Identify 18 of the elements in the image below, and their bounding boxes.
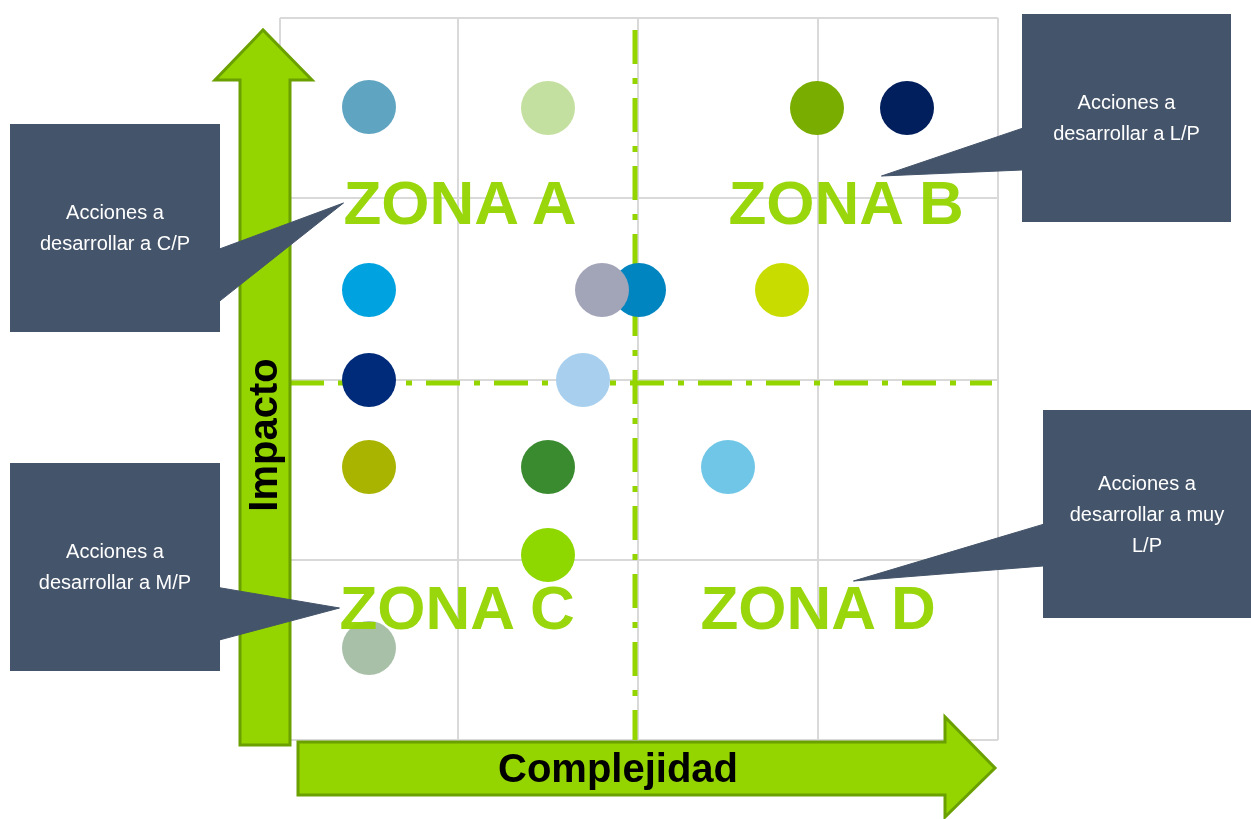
callout-pointer [219, 202, 344, 302]
zone-label: ZONA C [339, 577, 575, 639]
callout-box [1043, 410, 1251, 618]
axis-label: Impacto [242, 358, 283, 512]
callout-text: Acciones a desarrollar a M/P [37, 539, 193, 595]
zone-label: ZONA A [343, 172, 577, 234]
callout-text: Acciones a desarrollar a L/P [1052, 90, 1201, 146]
callout-box [10, 463, 220, 671]
axis-label: Complejidad [498, 748, 739, 788]
callout-box [10, 124, 220, 332]
zone-label: ZONA D [700, 577, 936, 639]
callout-text: Acciones a desarrollar a C/P [38, 200, 192, 256]
zone-label: ZONA B [728, 172, 964, 234]
callout-pointer [853, 523, 1044, 582]
callout-box [1022, 14, 1231, 222]
callout-pointer [219, 587, 340, 641]
callout-pointer [881, 127, 1023, 177]
callout-text: Acciones a desarrollar a muy L/P [1068, 470, 1226, 558]
